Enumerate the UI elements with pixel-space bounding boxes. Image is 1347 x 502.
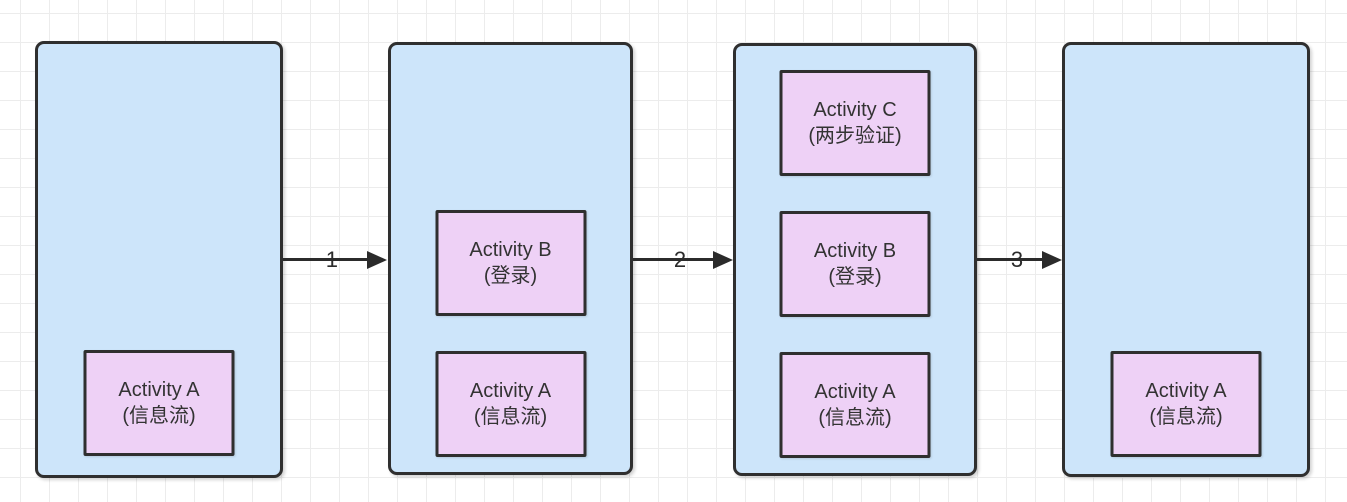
arrow-step-label: 3	[1010, 246, 1024, 272]
task-stack-panel-2: Activity B (登录) Activity A (信息流)	[388, 42, 633, 475]
activity-node: Activity A (信息流)	[1110, 351, 1262, 457]
activity-node: Activity B (登录)	[779, 211, 931, 317]
arrow-line	[633, 258, 714, 261]
activity-subtitle: (登录)	[828, 266, 882, 288]
activity-title: Activity C	[813, 99, 897, 121]
activity-title: Activity A	[118, 379, 200, 401]
activity-node: Activity A (信息流)	[83, 350, 235, 456]
transition-arrow-3: 3	[977, 243, 1062, 276]
arrowhead-icon	[1042, 250, 1062, 269]
activity-title: Activity B	[469, 239, 552, 261]
arrowhead-icon	[713, 250, 733, 269]
transition-arrow-2: 2	[633, 243, 733, 276]
task-stack-panel-3: Activity C (两步验证) Activity B (登录) Activi…	[733, 43, 977, 476]
activity-title: Activity A	[1145, 380, 1227, 402]
activity-title: Activity A	[814, 381, 896, 403]
activity-title: Activity B	[813, 240, 897, 262]
activity-subtitle: (信息流)	[473, 406, 548, 428]
arrow-step-label: 1	[325, 246, 338, 272]
activity-subtitle: (两步验证)	[808, 125, 902, 147]
transition-arrow-1: 1	[283, 243, 387, 276]
task-stack-panel-4: Activity A (信息流)	[1062, 42, 1310, 477]
activity-node: Activity A (信息流)	[779, 352, 931, 458]
activity-subtitle: (信息流)	[818, 407, 892, 429]
arrow-line	[977, 258, 1043, 261]
arrowhead-icon	[367, 250, 387, 269]
task-stack-panel-1: Activity A (信息流)	[35, 41, 283, 478]
activity-node: Activity A (信息流)	[435, 351, 586, 457]
activity-node: Activity C (两步验证)	[779, 70, 931, 176]
arrow-line	[283, 258, 368, 261]
activity-title: Activity A	[469, 380, 552, 402]
activity-subtitle: (信息流)	[122, 405, 196, 427]
activity-subtitle: (登录)	[483, 265, 538, 287]
activity-subtitle: (信息流)	[1149, 406, 1223, 428]
arrow-step-label: 2	[673, 246, 687, 272]
activity-node: Activity B (登录)	[435, 210, 586, 316]
